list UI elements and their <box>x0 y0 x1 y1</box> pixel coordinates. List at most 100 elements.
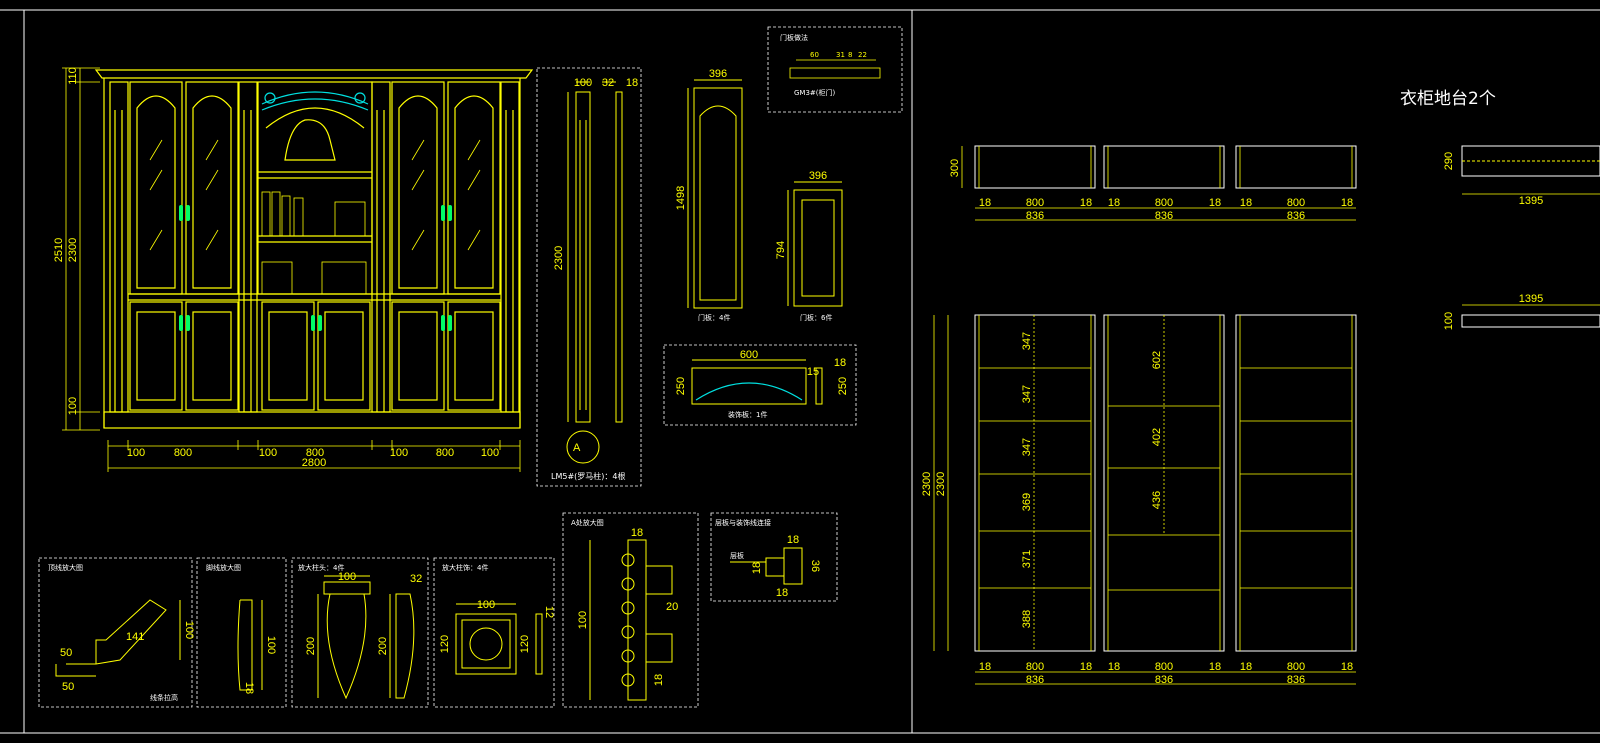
deco-dim-250-left: 250 <box>675 377 687 395</box>
main-dim-texts: 110 2510 2300 100 100 800 100 800 100 80… <box>53 67 499 469</box>
detail-joint-title: 层板与装饰线连接 <box>715 518 771 527</box>
column-dim-32: 32 <box>602 77 614 89</box>
right-pieces <box>1461 145 1600 328</box>
cabinet-inner-lines <box>933 315 1356 685</box>
cab-u1-total: 836 <box>1026 674 1044 686</box>
cabinet-height-2: 2300 <box>935 472 947 496</box>
base-dim-18: 18 <box>243 682 255 694</box>
left-shelf-5: 371 <box>1021 550 1033 568</box>
base-u3-total: 836 <box>1287 210 1305 222</box>
carved-arch <box>261 91 369 111</box>
capital-dim-100: 100 <box>338 571 356 583</box>
dim-body-height: 2300 <box>67 238 79 262</box>
base-u2-seg1: 18 <box>1108 197 1120 209</box>
detail-capital-title: 放大柱头：4件 <box>298 563 344 572</box>
joint-dim-36: 36 <box>809 560 821 572</box>
capital-dim-32: 32 <box>410 573 422 585</box>
dim-crown-height: 110 <box>67 67 79 85</box>
door-b-caption: 门板：6件 <box>800 313 832 322</box>
dim-seg-5: 100 <box>390 447 408 459</box>
door-detail-dim-22: 22 <box>858 51 867 59</box>
main-elevation <box>94 69 534 429</box>
crown-dim-50a: 50 <box>60 647 72 659</box>
cab-u3-seg3: 18 <box>1341 661 1353 673</box>
detail-a-dim-top: 18 <box>631 527 643 539</box>
joint-label: 层板 <box>730 551 744 560</box>
base-u2-seg3: 18 <box>1209 197 1221 209</box>
detail-crown-title: 顶线放大图 <box>48 563 83 572</box>
dim-total-width: 2800 <box>302 457 326 469</box>
door-a-height: 1498 <box>675 186 687 210</box>
door-detail: 门板做法 60 31 8 22 GM3#(柜门) <box>780 33 881 97</box>
cab-u3-total: 836 <box>1287 674 1305 686</box>
column-caption: LM5#(罗马柱)：4根 <box>551 471 625 481</box>
sheet-frames <box>0 9 1600 734</box>
detail-ornament-title: 放大柱饰：4件 <box>442 563 488 572</box>
base-u2-seg2: 800 <box>1155 197 1173 209</box>
detail-a-dim-bottom: 18 <box>653 674 665 686</box>
column-dim-100: 100 <box>574 77 592 89</box>
cabinet-dims: 2300 2300 347 347 347 369 371 388 602 40… <box>921 332 1353 686</box>
ornament-dim-120a: 120 <box>439 635 451 653</box>
ornament-dim-12: 12 <box>543 606 555 618</box>
base-u2-total: 836 <box>1155 210 1173 222</box>
middle-shelf-1: 602 <box>1151 351 1163 369</box>
deco-dim-18: 18 <box>834 357 846 369</box>
detail-a-dim-20: 20 <box>666 601 678 613</box>
left-shelf-6: 388 <box>1021 610 1033 628</box>
right-piece-1-height: 290 <box>1443 152 1455 170</box>
left-shelf-3: 347 <box>1021 438 1033 456</box>
door-detail-dim-31: 31 <box>836 51 845 59</box>
ornament-dim-120b: 120 <box>519 635 531 653</box>
base-u3-seg1: 18 <box>1240 197 1252 209</box>
cab-u1-seg1: 18 <box>979 661 991 673</box>
dim-seg-7: 100 <box>481 447 499 459</box>
cab-u2-total: 836 <box>1155 674 1173 686</box>
dim-seg-3: 100 <box>259 447 277 459</box>
crown-caption: 线条拉高 <box>150 693 178 702</box>
main-dim-lines <box>62 67 521 472</box>
deco-caption: 装饰板：1件 <box>728 410 767 419</box>
door-b-width: 396 <box>809 170 827 182</box>
column-dim-18: 18 <box>626 77 638 89</box>
deco-panel: 600 15 18 250 250 装饰板：1件 <box>675 349 849 419</box>
door-detail-dim-8: 8 <box>848 51 852 59</box>
base-dim-100: 100 <box>265 636 277 654</box>
joint-dim-left: 18 <box>751 562 763 574</box>
crown-dim-100: 100 <box>183 621 195 639</box>
door-detail-dim-60: 60 <box>810 51 819 59</box>
detail-frames <box>38 26 903 708</box>
detail-a-dim-total: 100 <box>577 611 589 629</box>
dim-seg-4: 800 <box>306 447 324 459</box>
right-piece-2-height: 100 <box>1443 312 1455 330</box>
left-shelf-4: 369 <box>1021 493 1033 511</box>
cab-u2-seg2: 800 <box>1155 661 1173 673</box>
deco-dim-250-right: 250 <box>837 377 849 395</box>
detail-a-title: A处放大图 <box>571 518 604 527</box>
detail-a: A处放大图 18 100 20 18 <box>571 518 678 701</box>
door-detail-caption: GM3#(柜门) <box>794 88 836 97</box>
cab-u1-seg2: 800 <box>1026 661 1044 673</box>
dim-seg-6: 800 <box>436 447 454 459</box>
left-shelf-2: 347 <box>1021 385 1033 403</box>
dim-seg-2: 800 <box>174 447 192 459</box>
cab-u3-seg2: 800 <box>1287 661 1305 673</box>
base-u1-seg2: 800 <box>1026 197 1044 209</box>
deco-width: 600 <box>740 349 758 361</box>
column-height: 2300 <box>553 246 565 270</box>
door-b-height: 794 <box>775 241 787 259</box>
detail-joint: 层板与装饰线连接 18 18 36 18 层板 <box>715 518 821 599</box>
base-height: 300 <box>949 159 961 177</box>
joint-dim-bottom: 18 <box>776 587 788 599</box>
base-u1-total: 836 <box>1026 210 1044 222</box>
base-u1-seg3: 18 <box>1080 197 1092 209</box>
door-handles <box>179 205 452 331</box>
door-a-width: 396 <box>709 68 727 80</box>
ornament-dim-100: 100 <box>477 599 495 611</box>
bottom-details: 顶线放大图 50 50 141 100 线条拉高 脚线放大图 100 18 放大… <box>48 563 555 702</box>
dim-plinth-height: 100 <box>67 397 79 415</box>
center-open-section <box>257 81 373 295</box>
crown-dim-141: 141 <box>126 631 144 643</box>
right-piece-1-width: 1395 <box>1519 195 1543 207</box>
upper-doors <box>129 81 501 295</box>
